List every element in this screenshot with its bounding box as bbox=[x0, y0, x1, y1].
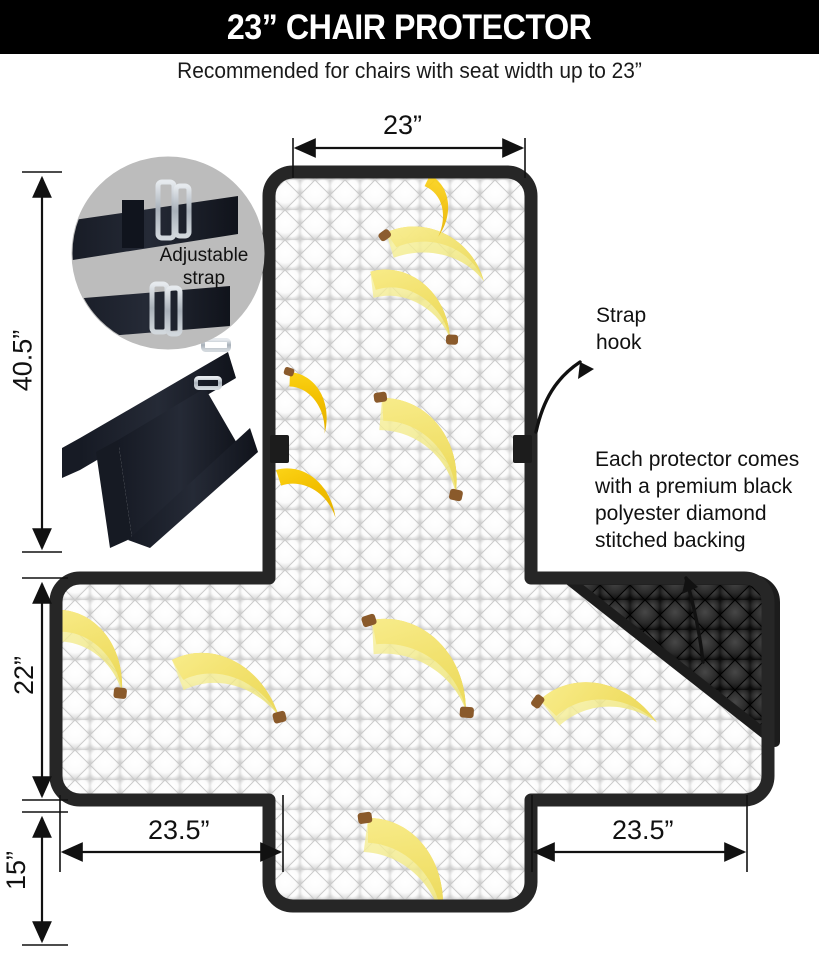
dimension-label-total-height: 40.5” bbox=[7, 329, 38, 392]
inset-label-line1: Adjustable bbox=[159, 245, 249, 266]
dimension-label-seat-depth: 22” bbox=[9, 655, 40, 696]
header-bar: 23” CHAIR PROTECTOR bbox=[0, 0, 819, 54]
inset-label-line2: strap bbox=[182, 267, 226, 289]
callout-arrows bbox=[534, 360, 705, 664]
header-subtitle: Recommended for chairs with seat width u… bbox=[177, 58, 642, 83]
dimension-label-top-width: 23” bbox=[383, 110, 423, 140]
strap-buckle-icon bbox=[194, 338, 231, 390]
strap-hook-arrow-icon bbox=[534, 360, 582, 434]
dimension-label-left-arm: 23.5” bbox=[148, 815, 210, 845]
dimension-lines bbox=[22, 138, 748, 946]
callout-backing-line2: with a premium black bbox=[595, 474, 793, 498]
banana-print-pattern bbox=[56, 175, 657, 906]
protector-outline bbox=[49, 165, 775, 913]
inset-label-adjustable-strap: Adjustable strap bbox=[148, 245, 260, 291]
callout-strap-hook: Strap hook bbox=[596, 303, 646, 357]
page-title: 23” CHAIR PROTECTOR bbox=[227, 7, 592, 47]
loose-straps-illustration bbox=[62, 338, 258, 548]
strap-hook-right-icon bbox=[513, 435, 532, 463]
strap-hook-left-icon bbox=[270, 435, 289, 463]
callout-backing-line3: polyester diamond bbox=[595, 501, 767, 525]
dimension-label-skirt-drop: 15” bbox=[1, 850, 32, 891]
callout-strap-hook-line2: hook bbox=[596, 330, 642, 354]
callout-backing-line4: stitched backing bbox=[595, 528, 746, 552]
callout-backing: Each protector comes with a premium blac… bbox=[595, 447, 805, 555]
callout-backing-line1: Each protector comes bbox=[595, 448, 800, 471]
dimension-label-right-arm: 23.5” bbox=[612, 815, 674, 845]
callout-strap-hook-line1: Strap bbox=[596, 304, 647, 327]
